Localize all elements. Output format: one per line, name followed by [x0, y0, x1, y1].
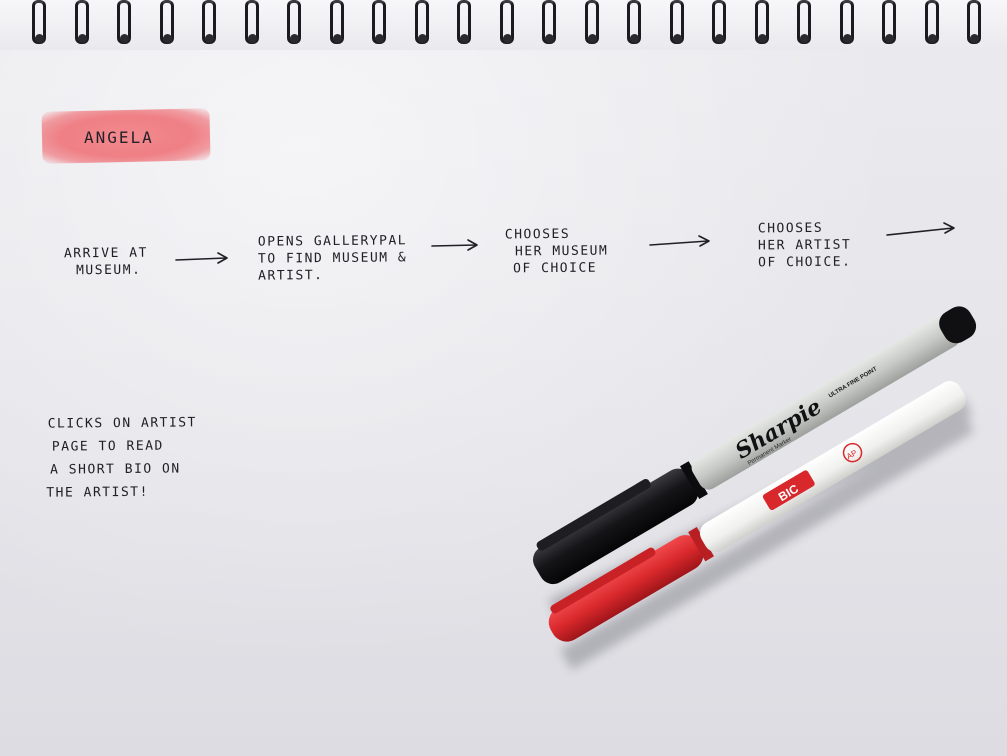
- binding-hole: [375, 34, 384, 43]
- arrow-icon: [649, 235, 710, 247]
- spiral-binding: [0, 0, 1007, 50]
- binding-hole: [77, 34, 87, 43]
- arrow-icon: [886, 222, 955, 236]
- binding-hole: [205, 34, 214, 43]
- binding-hole: [290, 34, 299, 43]
- binding-hole: [757, 34, 767, 43]
- binding-hole: [460, 34, 469, 43]
- binding-hole: [672, 34, 682, 43]
- binding-hole: [970, 34, 979, 43]
- binding-hole: [545, 34, 554, 43]
- binding-hole: [247, 34, 257, 43]
- binding-hole: [715, 34, 724, 43]
- binding-hole: [800, 34, 809, 43]
- bic-marker: BIC AP: [548, 381, 966, 642]
- arrow-icon: [431, 239, 478, 251]
- binding-hole: [120, 34, 129, 43]
- binding-hole: [162, 34, 172, 43]
- binding-hole: [630, 34, 639, 43]
- binding-hole: [417, 34, 427, 43]
- arrow-icon: [175, 252, 228, 264]
- binding-hole: [842, 34, 852, 43]
- persona-name: ANGELA: [84, 128, 154, 147]
- binding-hole: [927, 34, 937, 43]
- sharpie-marker: Sharpie Permanent Marker ULTRA FINE POIN…: [533, 306, 977, 585]
- binding-hole: [332, 34, 342, 43]
- binding-hole: [502, 34, 512, 43]
- binding-hole: [587, 34, 597, 43]
- binding-hole: [885, 34, 894, 43]
- binding-hole: [35, 34, 44, 43]
